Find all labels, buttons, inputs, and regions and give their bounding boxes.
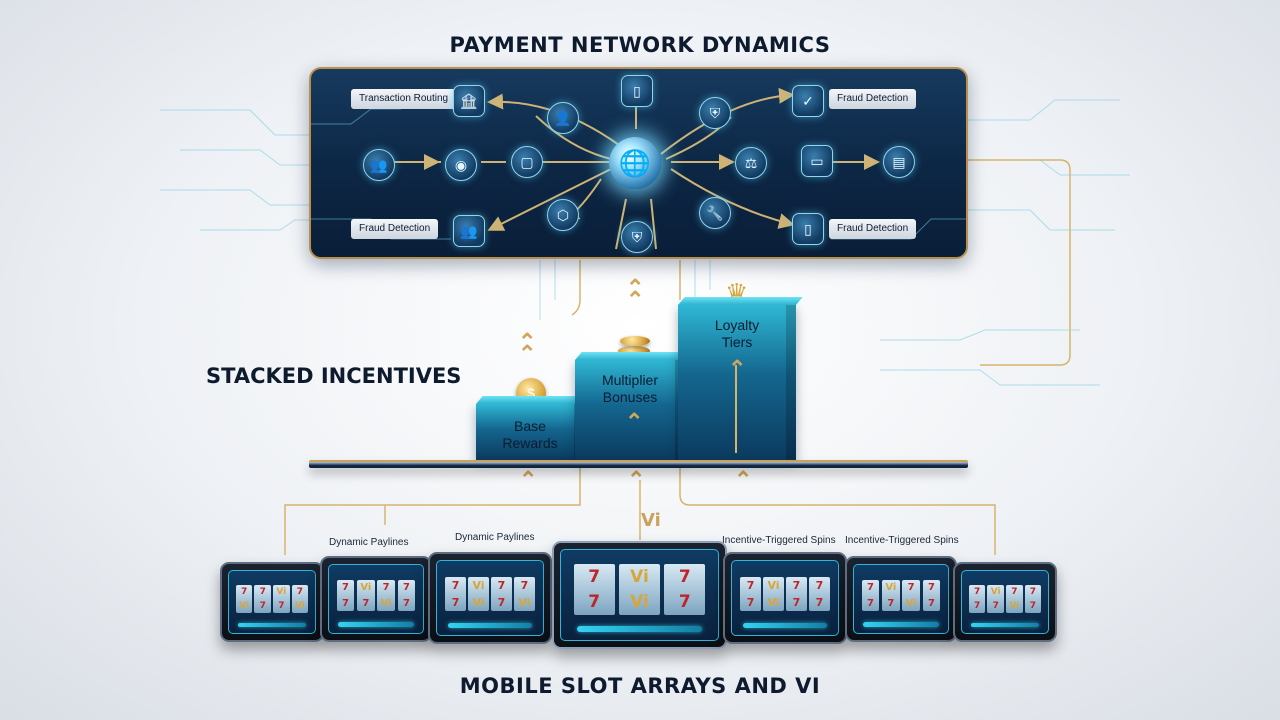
coin-stack-icon	[620, 336, 650, 346]
cube-icon: ▢	[511, 146, 543, 178]
chevron-up-icon: ⌃	[728, 356, 747, 381]
label-incentive-spins-1: Incentive-Triggered Spins	[722, 535, 836, 546]
progress-bar	[970, 623, 1040, 628]
chevron-up-icon: ⌃	[627, 467, 646, 492]
user-icon: 👤	[547, 102, 579, 134]
mobile-slot-arrays-title: MOBILE SLOT ARRAYS AND VI	[459, 674, 821, 698]
label-fraud-detection-bottom-right: Fraud Detection	[829, 219, 917, 239]
step-base-label: Base Rewards	[502, 418, 558, 451]
shield-check-icon: ✓	[792, 85, 824, 117]
vi-logo: Vi	[641, 510, 661, 531]
hex-icon: ⬡	[547, 199, 579, 231]
progress-bar	[742, 623, 828, 629]
chevron-up-icon: ⌃	[625, 409, 644, 434]
progress-bar	[237, 623, 307, 628]
gold-connectors	[284, 159, 1071, 555]
incentive-platform	[309, 460, 968, 468]
label-dynamic-paylines-1: Dynamic Paylines	[329, 537, 409, 548]
lock-icon: ◉	[445, 149, 477, 181]
scale-icon: ⚖	[735, 147, 767, 179]
wrench-icon: 🔧	[699, 197, 731, 229]
mobile-icon: ▯	[792, 213, 824, 245]
chevron-up-icon: ⌃	[734, 467, 753, 492]
shield-icon: ⛨	[621, 221, 653, 253]
progress-bar	[447, 623, 533, 629]
step-loyalty-tiers: Loyalty Tiers ⌃	[678, 297, 803, 460]
step-loyalty-label: Loyalty Tiers	[714, 317, 760, 350]
label-fraud-detection-bottom-left: Fraud Detection	[351, 219, 439, 239]
progress-bar	[863, 622, 939, 627]
label-transaction-routing: Transaction Routing	[351, 89, 457, 109]
stacked-incentives-title: STACKED INCENTIVES	[206, 364, 462, 388]
users-icon: 👥	[363, 149, 395, 181]
label-incentive-spins-2: Incentive-Triggered Spins	[845, 535, 959, 546]
step-multiplier-bonuses: Multiplier Bonuses ⌃	[575, 352, 692, 460]
step-base-rewards: Base Rewards	[476, 396, 591, 460]
terminal-icon: ▤	[883, 146, 915, 178]
chevron-up-icon: ⌃	[519, 467, 538, 492]
payment-network-panel: Transaction Routing 🏦 👤 ▯ ⛨ Fraud Detect…	[309, 67, 968, 259]
step-multiplier-label: Multiplier Bonuses	[601, 372, 658, 405]
chevron-up-icon: ⌃⌃	[518, 329, 537, 366]
arrow-shaft	[735, 365, 737, 453]
shield-icon: ⛨	[699, 97, 731, 129]
progress-bar	[576, 625, 703, 632]
chevron-up-icon: ⌃⌃	[626, 275, 645, 312]
users-icon: 👥	[453, 215, 485, 247]
card-icon: ▭	[801, 145, 833, 177]
globe-icon: 🌐	[609, 137, 661, 189]
mobile-icon: ▯	[621, 75, 653, 107]
label-fraud-detection-top: Fraud Detection	[829, 89, 917, 109]
circuit-traces-mid	[539, 260, 711, 320]
coin-stack-icon	[618, 346, 650, 356]
label-dynamic-paylines-2: Dynamic Paylines	[455, 532, 535, 543]
circuit-traces-left	[160, 109, 309, 231]
bank-icon: 🏦	[453, 85, 485, 117]
page-title: PAYMENT NETWORK DYNAMICS	[449, 33, 831, 57]
progress-bar	[338, 622, 414, 627]
